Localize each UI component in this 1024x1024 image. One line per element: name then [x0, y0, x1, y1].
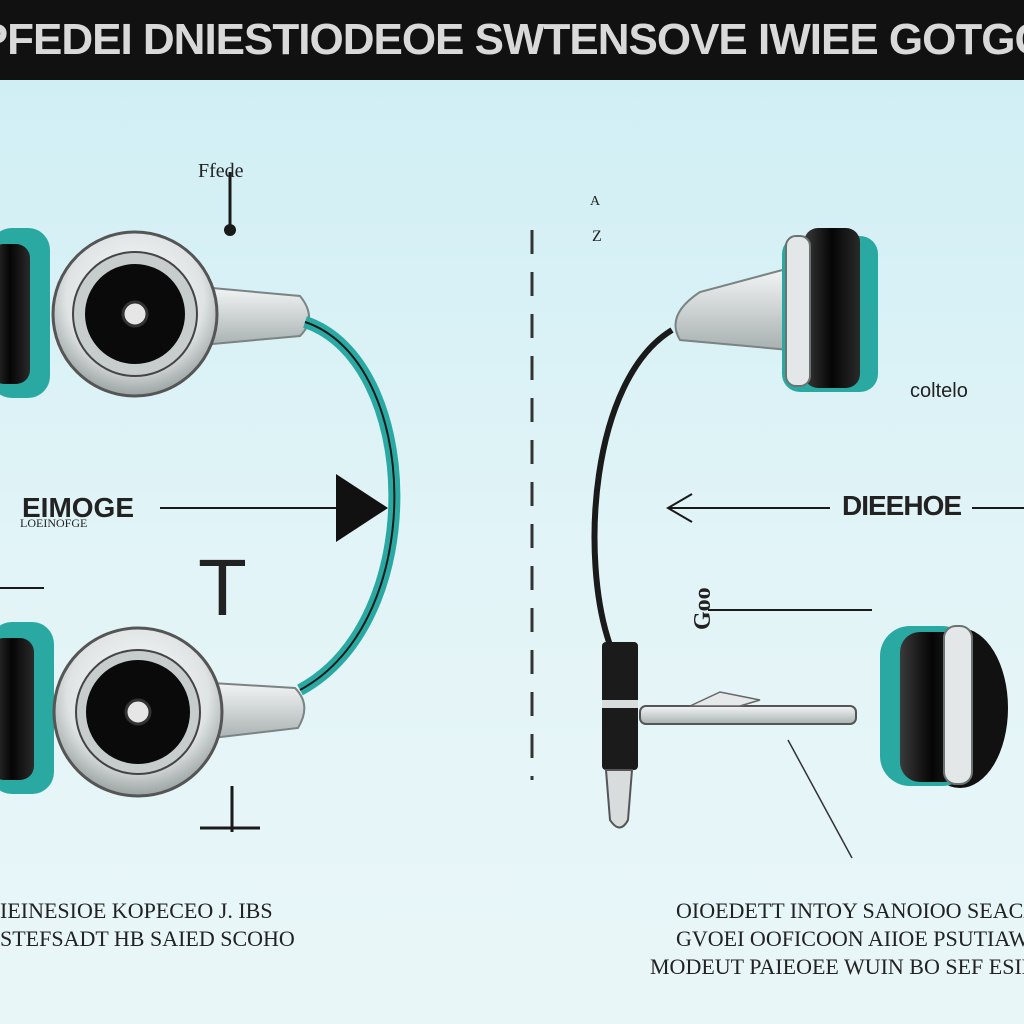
label-top-center-a: A: [590, 194, 601, 209]
left-ear-pad-top: [0, 244, 30, 384]
right-ear-cap-bottom: [943, 625, 973, 785]
label-left-arrow-sub: LOEINOFGE: [20, 516, 88, 530]
right-headphone-top: [674, 228, 878, 392]
label-top-center-b: Z: [592, 228, 602, 245]
right-ear-cap-top: [785, 235, 811, 387]
plug-jack-detail: [689, 691, 761, 707]
left-headphone-top: [0, 228, 310, 398]
right-cable: [591, 327, 674, 646]
left-headphone-bottom: [0, 622, 306, 798]
left-arrow-head: [336, 474, 388, 542]
label-top-left: Ffede: [198, 160, 244, 182]
label-left-t: T: [198, 543, 247, 632]
right-diagonal-pointer: [787, 739, 853, 859]
label-right-top: coltelo: [910, 380, 968, 402]
caption-right-line-2: GVOEI OOFICOON AIIOE PSUTIAW: [676, 926, 1024, 951]
top-left-pointer-dot: [224, 224, 236, 236]
caption-left-line-2: STEFSADT HB SAIED SCOHO: [0, 926, 295, 951]
left-speaker-dust-cap-bottom: [124, 698, 152, 726]
label-left-arrow-main: EIMOGE: [22, 492, 135, 523]
plug-band: [602, 700, 638, 708]
plug-jack-shaft: [639, 705, 857, 725]
label-right-arrow: DIEEHOE: [842, 490, 962, 521]
diagram-title: PFEDEI DNIESTIODEOE SWTENSOVE IWIEE GOTG…: [0, 15, 1024, 64]
left-headband-cable-edge: [299, 321, 396, 691]
title-bar: PFEDEI DNIESTIODEOE SWTENSOVE IWIEE GOTG…: [0, 0, 1024, 80]
label-right-small: Goo: [690, 587, 716, 630]
left-ear-pad-bottom: [0, 638, 34, 780]
right-headphone-bottom: [880, 625, 1008, 788]
caption-right-line-3: MODEUT PAIEOEE WUIN BO SEF ESIEE: [650, 954, 1024, 979]
right-plug: [602, 642, 857, 829]
right-ear-pad-top: [804, 228, 860, 388]
caption-left-line-1: IEINESIOE KOPECEO J. IBS: [0, 898, 273, 923]
left-speaker-dust-cap-top: [121, 300, 149, 328]
right-arrow-head: [666, 493, 693, 523]
caption-right-line-1: OIOEDETT INTOY SANOIOO SEACAT FOEW: [676, 898, 1024, 923]
plug-tip: [604, 769, 634, 829]
right-arm-top: [674, 266, 791, 352]
